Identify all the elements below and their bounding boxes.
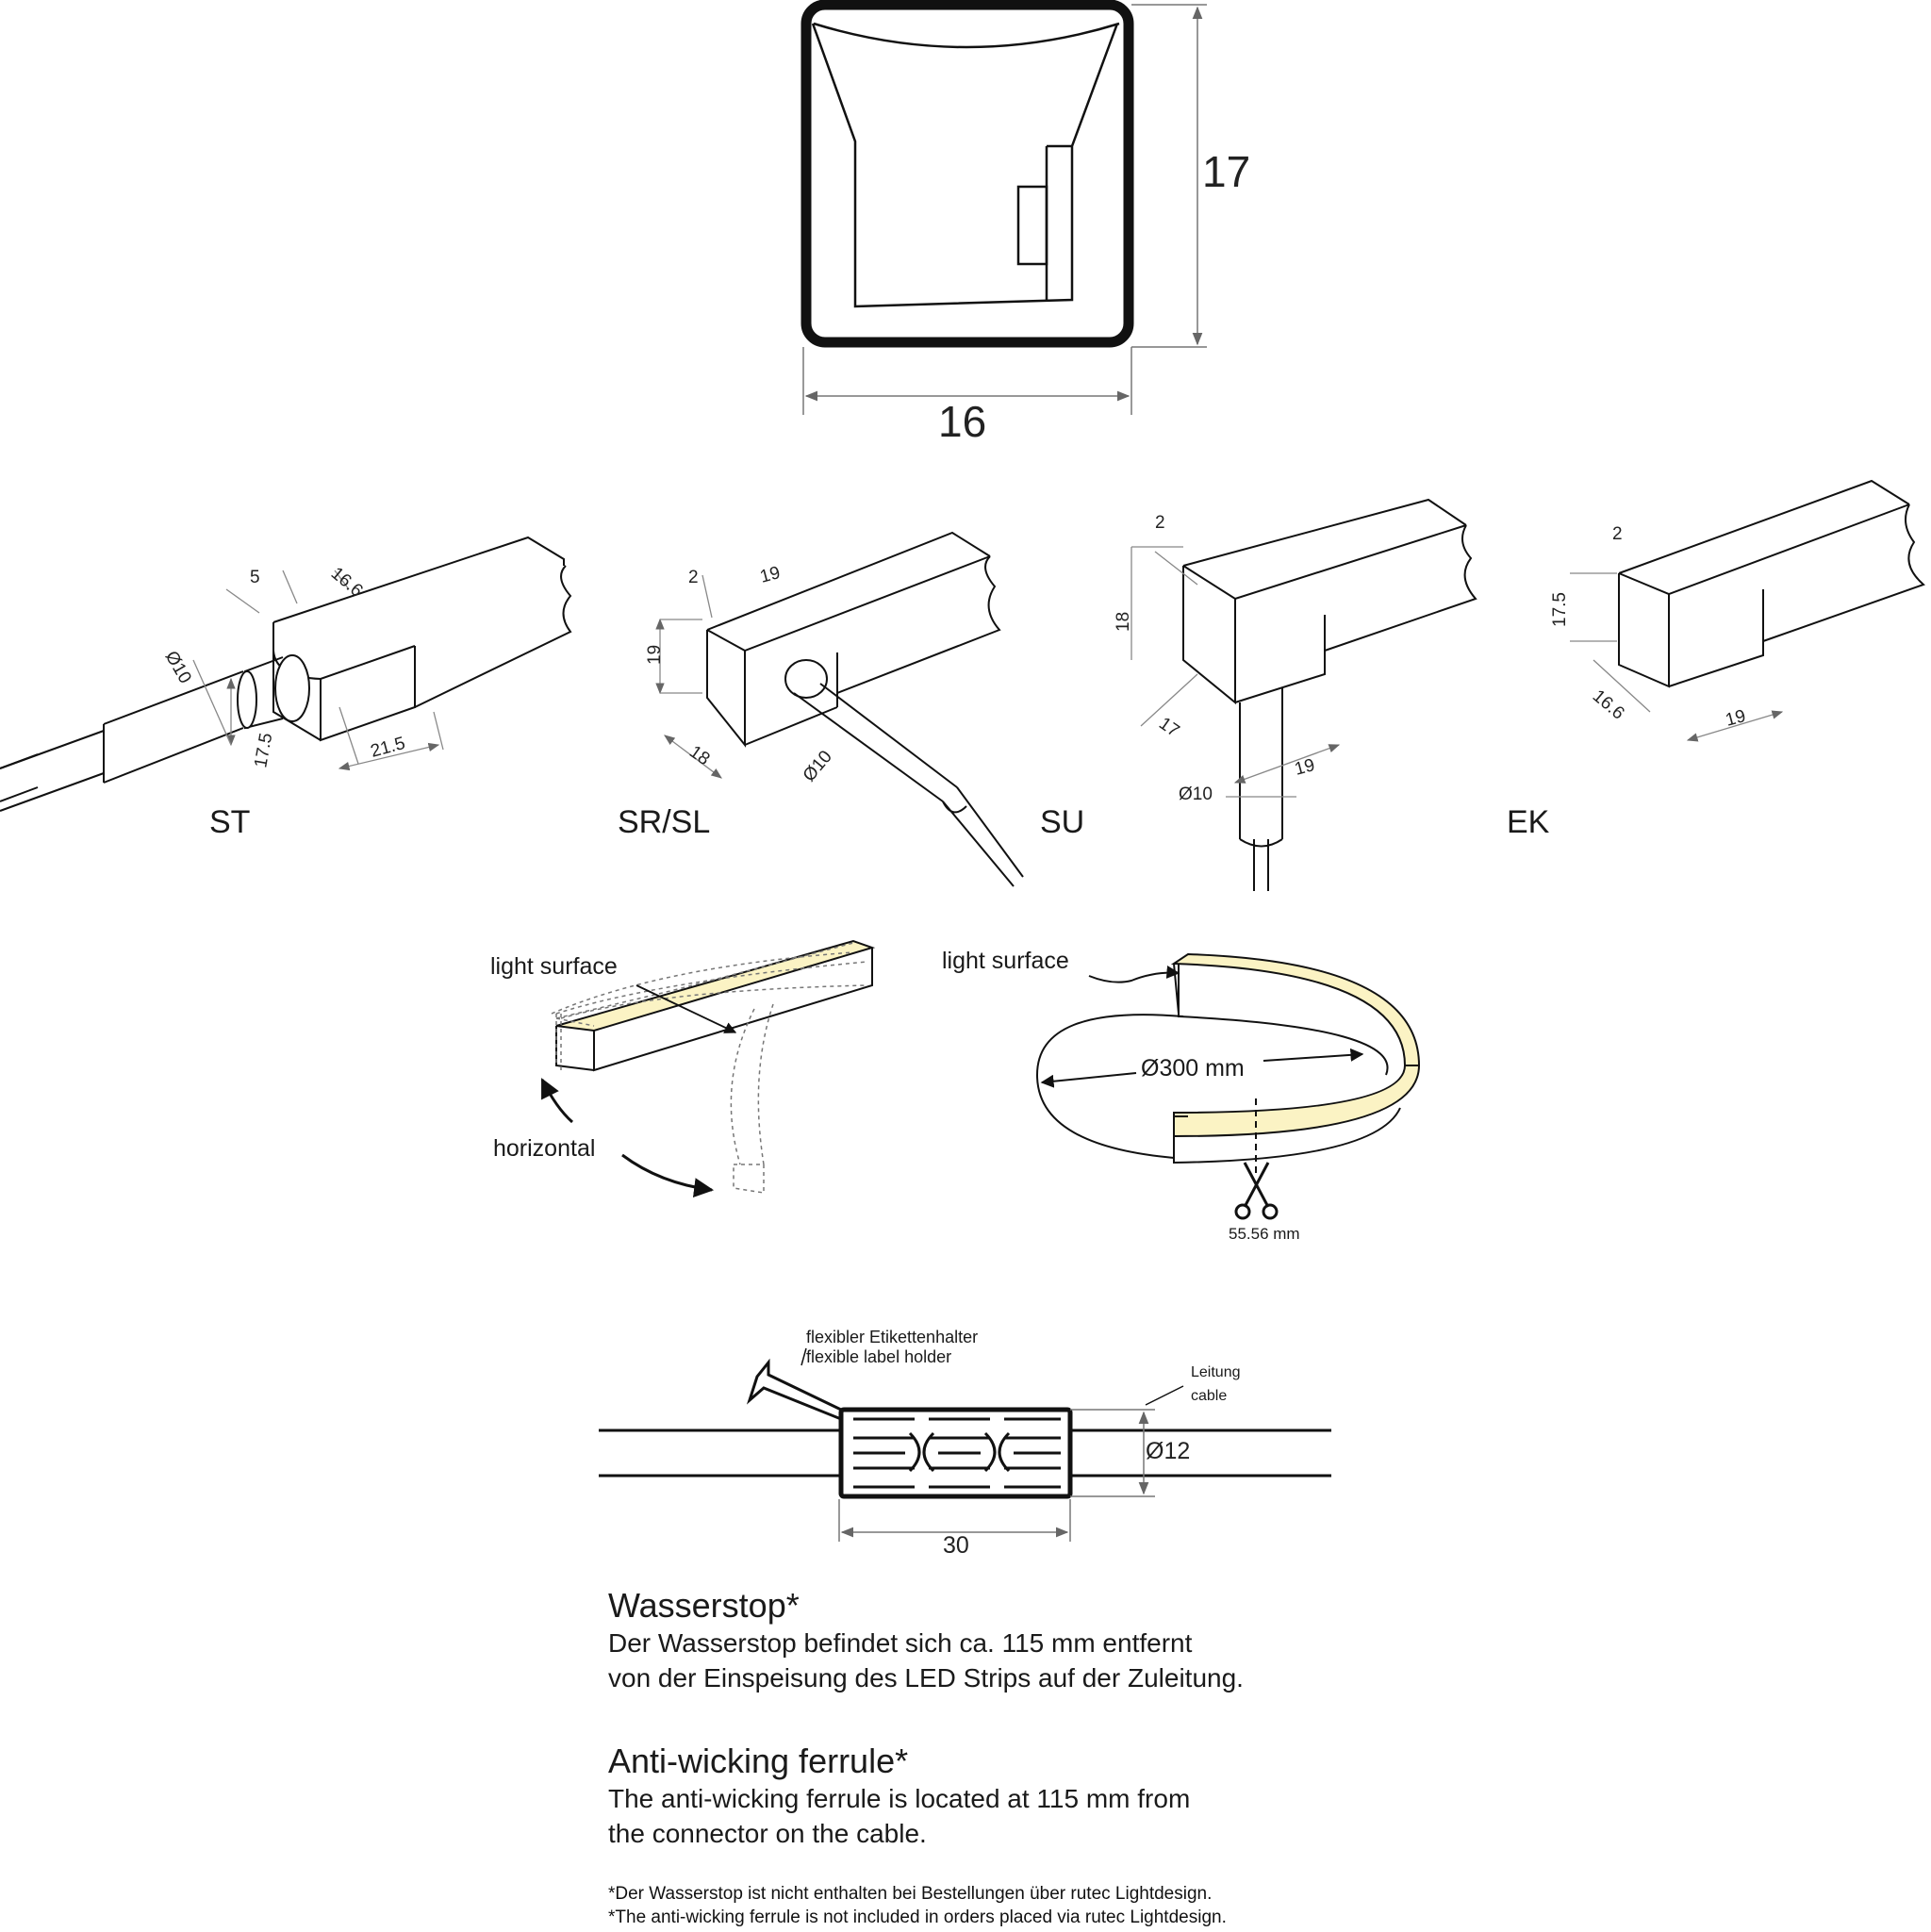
note-en-line1: The anti-wicking ferrule is located at 1…	[608, 1784, 1191, 1813]
su-dim-19: 19	[1293, 755, 1317, 780]
label-holder-de: flexibler Etikettenhalter	[806, 1328, 978, 1346]
circle-diameter-arrow	[1040, 966, 1364, 1174]
variant-st-drawing	[0, 536, 572, 812]
variant-sr-sl-label: SR/SL	[618, 804, 710, 840]
st-dim-diameter: Ø10	[161, 648, 195, 687]
note-en-title: Anti-wicking ferrule*	[608, 1742, 909, 1780]
profile-dimension-lines	[802, 4, 1207, 415]
label-holder-tab	[746, 1358, 842, 1421]
note-en-line2: the connector on the cable.	[608, 1819, 927, 1848]
variant-su-dimensions	[1131, 546, 1341, 798]
profile-cross-section	[800, 0, 1134, 348]
circle-light-surface-label: light surface	[942, 948, 1069, 974]
su-dim-18: 18	[1114, 612, 1133, 632]
st-dim-5: 5	[250, 568, 260, 587]
label-holder-en: flexible label holder	[806, 1347, 951, 1366]
note-de: Wasserstop* Der Wasserstop befindet sich…	[608, 1586, 1244, 1695]
variant-sr-sl-drawing	[706, 531, 1024, 887]
variant-ek-dimensions	[1570, 572, 1784, 742]
circle-bend-drawing	[1035, 952, 1421, 1164]
cable-label-de: Leitung	[1191, 1364, 1241, 1380]
variant-sr-sl-dimensions	[655, 574, 722, 779]
horizontal-bend-ghost-upper	[555, 942, 854, 1065]
srsl-dim-18: 18	[685, 742, 713, 769]
st-dim-21-5: 21.5	[369, 734, 407, 762]
note-de-line2: von der Einspeisung des LED Strips auf d…	[608, 1663, 1244, 1693]
variant-su-drawing	[1182, 498, 1477, 891]
note-de-line1: Der Wasserstop befindet sich ca. 115 mm …	[608, 1628, 1193, 1658]
srsl-dim-diameter: Ø10	[800, 747, 836, 785]
scissors-icon	[1234, 1162, 1279, 1220]
srsl-dim-19-side: 19	[645, 645, 665, 665]
bend-horizontal-label: horizontal	[493, 1135, 595, 1162]
su-dim-diameter: Ø10	[1179, 784, 1213, 804]
profile-height-label: 17	[1202, 147, 1250, 196]
footnote-en: *The anti-wicking ferrule is not include…	[608, 1907, 1227, 1927]
ferrule-diameter-label: Ø12	[1146, 1438, 1190, 1464]
srsl-dim-19-top: 19	[758, 563, 783, 587]
circle-diameter-label: Ø300 mm	[1141, 1055, 1245, 1082]
note-de-title: Wasserstop*	[608, 1586, 800, 1625]
footnotes: *Der Wasserstop ist nicht enthalten bei …	[608, 1882, 1227, 1929]
ferrule-dimensions	[800, 1347, 1184, 1542]
ek-dim-19: 19	[1724, 706, 1748, 731]
variant-st-dimensions	[192, 570, 444, 771]
ek-dim-16-6: 16.6	[1589, 686, 1628, 724]
note-en: Anti-wicking ferrule* The anti-wicking f…	[608, 1742, 1190, 1851]
st-dim-16-6: 16.6	[327, 564, 367, 602]
su-dim-2: 2	[1155, 513, 1165, 533]
variant-su-label: SU	[1040, 804, 1084, 840]
srsl-dim-2: 2	[688, 568, 699, 587]
variant-ek-drawing	[1618, 479, 1925, 688]
horizontal-bend-arrows	[540, 984, 737, 1198]
footnote-de: *Der Wasserstop ist nicht enthalten bei …	[608, 1884, 1213, 1904]
st-dim-17-5: 17.5	[251, 732, 276, 769]
ferrule-body	[838, 1407, 1073, 1499]
ek-dim-2: 2	[1612, 524, 1623, 544]
bend-light-surface-label: light surface	[490, 953, 618, 980]
profile-width-label: 16	[938, 397, 986, 446]
ek-dim-17-5: 17.5	[1550, 592, 1570, 627]
variant-st-label: ST	[209, 804, 250, 840]
cut-interval-label: 55.56 mm	[1229, 1225, 1300, 1243]
ferrule-cable	[599, 1428, 1331, 1478]
su-dim-17: 17	[1155, 714, 1182, 741]
cable-label-en: cable	[1191, 1388, 1227, 1404]
ferrule-length-label: 30	[943, 1532, 969, 1559]
variant-ek-label: EK	[1507, 804, 1550, 840]
